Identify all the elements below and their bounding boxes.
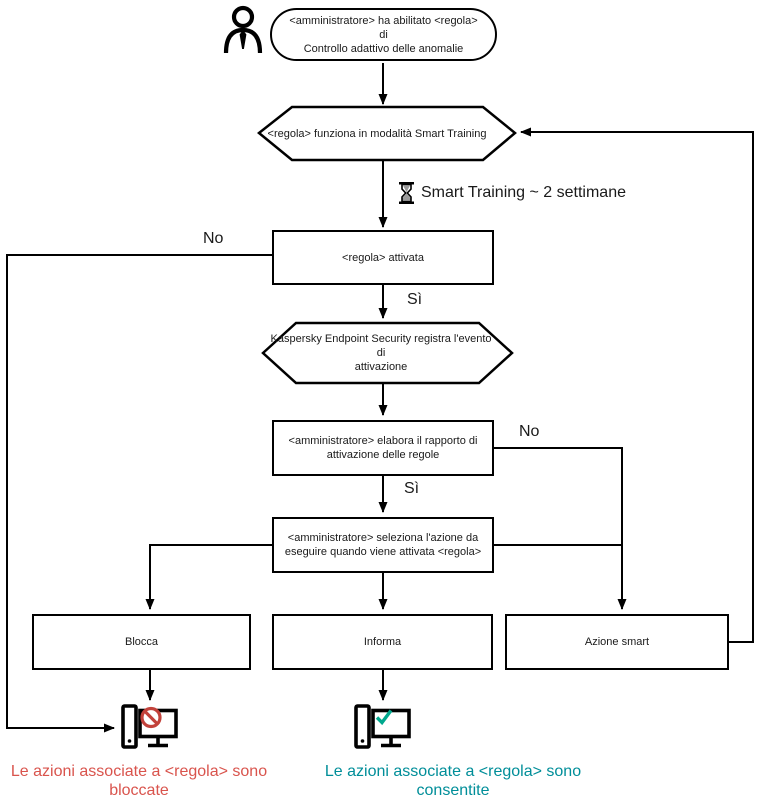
node-admin-report-line2: attivazione delle regole — [326, 449, 440, 461]
edge-smart-action-feedback — [520, 127, 754, 643]
node-rule-activated-label: <regola> attivata — [342, 251, 424, 264]
edge-activated-no-loop — [6, 254, 272, 733]
node-admin-selects: <amministratore> seleziona l'azione da e… — [272, 517, 494, 573]
computer-blocked-icon — [121, 704, 178, 749]
label-yes-after-activation: Sì — [407, 291, 423, 308]
hexagon-kes-logs-line1: Kaspersky Endpoint Security registra l'e… — [270, 333, 492, 359]
hexagon-kes-logs-line2: attivazione — [354, 361, 408, 373]
node-admin-selects-line2: eseguire quando viene attivata <regola> — [284, 546, 482, 558]
outcome-blocked-line1: Le azioni associate a <regola> sono — [10, 763, 268, 780]
hourglass-icon — [399, 182, 414, 204]
edge-report-no — [494, 447, 627, 610]
node-admin-report: <amministratore> elabora il rapporto di … — [272, 420, 494, 476]
hexagon-kes-logs: Kaspersky Endpoint Security registra l'e… — [266, 323, 496, 383]
training-duration-label: Smart Training ~ 2 settimane — [421, 184, 626, 201]
label-no-after-report: No — [519, 423, 540, 440]
start-node-line1: <amministratore> ha abilitato <regola> d… — [289, 14, 478, 41]
node-block-label: Blocca — [124, 636, 159, 648]
node-rule-activated: <regola> attivata — [272, 230, 494, 285]
edge-selects-to-block — [145, 544, 272, 610]
start-node-line2: Controllo adattivo delle anomalie — [303, 42, 464, 55]
node-admin-report-line1: <amministratore> elabora il rapporto di — [288, 435, 478, 447]
label-yes-after-report: Sì — [404, 480, 420, 497]
node-inform-label: Informa — [363, 636, 402, 648]
node-smart-action-label: Azione smart — [584, 636, 650, 648]
outcome-blocked-text: Le azioni associate a <regola> sono bloc… — [3, 762, 275, 800]
computer-allowed-icon — [354, 704, 411, 749]
outcome-allowed-line2: consentite — [416, 782, 490, 799]
hexagon-smart-training-label: <regola> funziona in modalità Smart Trai… — [267, 127, 487, 140]
node-smart-action: Azione smart — [505, 614, 729, 670]
outcome-allowed-line1: Le azioni associate a <regola> sono — [324, 763, 582, 780]
outcome-allowed-text: Le azioni associate a <regola> sono cons… — [317, 762, 589, 800]
hexagon-smart-training-shape — [257, 105, 517, 162]
hexagon-smart-training: <regola> funziona in modalità Smart Trai… — [262, 107, 492, 160]
node-inform: Informa — [272, 614, 493, 670]
start-node: <amministratore> ha abilitato <regola> d… — [270, 8, 497, 61]
node-block: Blocca — [32, 614, 251, 670]
node-admin-selects-line1: <amministratore> seleziona l'azione da — [287, 532, 479, 544]
person-icon — [223, 5, 263, 54]
outcome-blocked-line2: bloccate — [109, 782, 169, 799]
hexagon-kes-logs-shape — [261, 321, 514, 385]
label-no-left: No — [203, 230, 224, 247]
